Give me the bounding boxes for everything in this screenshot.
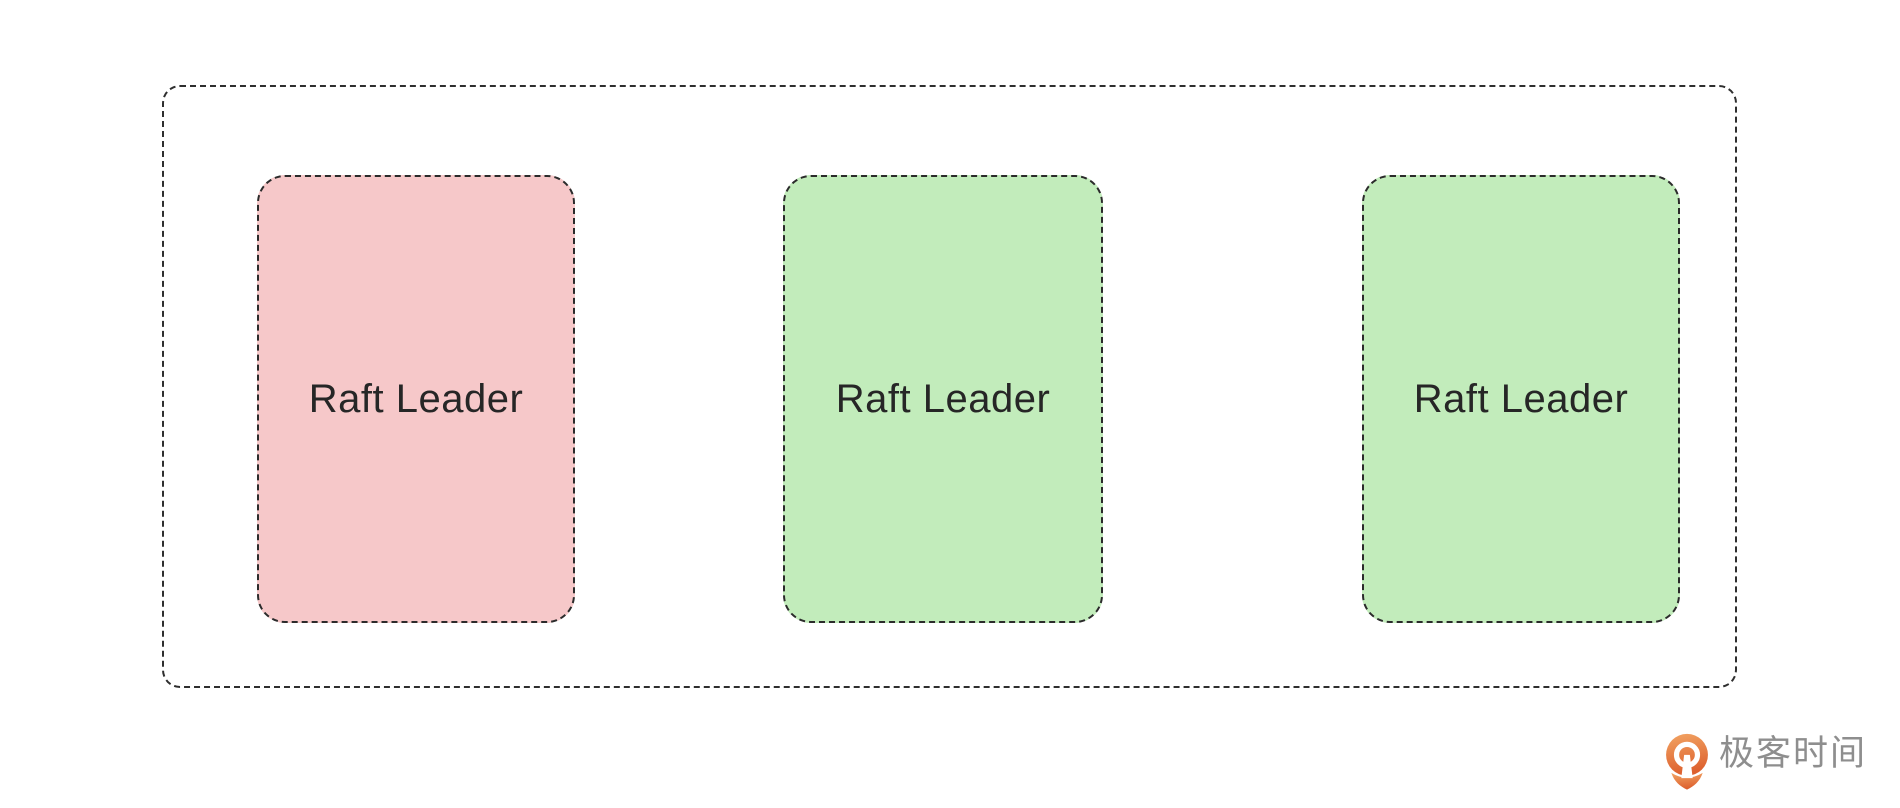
raft-leader-node-healthy-1: Raft Leader xyxy=(783,175,1103,623)
cluster-boundary xyxy=(162,85,1737,688)
raft-leader-label: Raft Leader xyxy=(308,376,524,421)
geektime-watermark: 极客时间 xyxy=(1664,732,1867,791)
geektime-pin-icon xyxy=(1666,733,1708,790)
raft-leader-node-failed: Raft Leader xyxy=(257,175,575,623)
raft-leader-node-healthy-2: Raft Leader xyxy=(1362,175,1680,623)
geektime-brand-text: 极客时间 xyxy=(1719,734,1868,773)
raft-leader-label: Raft Leader xyxy=(1413,376,1629,421)
raft-leader-label: Raft Leader xyxy=(835,376,1051,421)
